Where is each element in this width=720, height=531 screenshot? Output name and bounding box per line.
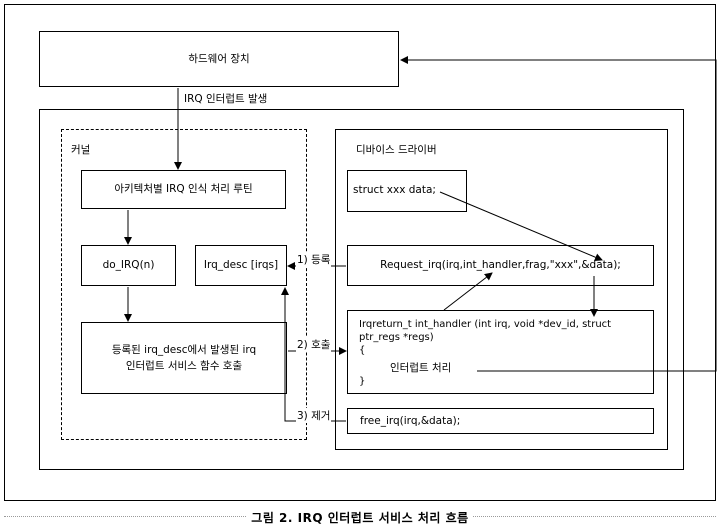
struct-data-label: struct xxx data; xyxy=(353,184,436,196)
irq-service-call-box: 등록된 irq_desc에서 발생된 irq 인터럽트 서비스 함수 호출 xyxy=(81,322,287,394)
arch-irq-routine-box: 아키텍처별 IRQ 인식 처리 루틴 xyxy=(81,170,286,209)
arch-irq-routine-label: 아키텍처별 IRQ 인식 처리 루틴 xyxy=(114,183,253,196)
do-irq-box: do_IRQ(n) xyxy=(81,245,176,286)
register-label: 1) 등록 xyxy=(296,252,332,267)
struct-data-box: struct xxx data; xyxy=(347,170,467,212)
figure-caption: 그림 2. IRQ 인터럽트 서비스 처리 흐름 xyxy=(0,509,720,526)
remove-label: 3) 제거 xyxy=(296,408,332,423)
int-handler-signature-line2: ptr_regs *regs) xyxy=(359,332,434,343)
hardware-device-label: 하드웨어 장치 xyxy=(188,52,250,65)
kernel-region xyxy=(61,129,307,440)
hardware-device-box: 하드웨어 장치 xyxy=(39,31,399,87)
irq-desc-label: Irq_desc [irqs] xyxy=(203,259,279,272)
irq-desc-box: Irq_desc [irqs] xyxy=(195,245,287,286)
int-handler-body-label: 인터럽트 처리 xyxy=(390,362,452,374)
call-label: 2) 호출 xyxy=(296,337,332,352)
int-handler-close-brace: } xyxy=(359,376,366,387)
request-irq-box: Request_irq(irq,int_handler,frag,"xxx",&… xyxy=(347,245,654,286)
int-handler-box: Irqreturn_t int_handler (int irq, void *… xyxy=(347,310,654,394)
irq-service-call-line2: 인터럽트 서비스 함수 호출 xyxy=(125,359,243,372)
request-irq-label: Request_irq(irq,int_handler,frag,"xxx",&… xyxy=(380,259,621,272)
int-handler-open-brace: { xyxy=(359,345,366,356)
free-irq-box: free_irq(irq,&data); xyxy=(347,408,654,434)
do-irq-label: do_IRQ(n) xyxy=(102,259,155,272)
int-handler-signature-line1: Irqreturn_t int_handler (int irq, void *… xyxy=(359,319,612,330)
kernel-title: 커널 xyxy=(71,144,91,156)
device-driver-title: 디바이스 드라이버 xyxy=(356,144,437,156)
irq-service-call-line1: 등록된 irq_desc에서 발생된 irq xyxy=(111,344,257,357)
free-irq-label: free_irq(irq,&data); xyxy=(360,415,461,427)
irq-occurrence-label: IRQ 인터럽트 발생 xyxy=(183,91,269,106)
figure-caption-text: 그림 2. IRQ 인터럽트 서비스 처리 흐름 xyxy=(247,511,473,525)
